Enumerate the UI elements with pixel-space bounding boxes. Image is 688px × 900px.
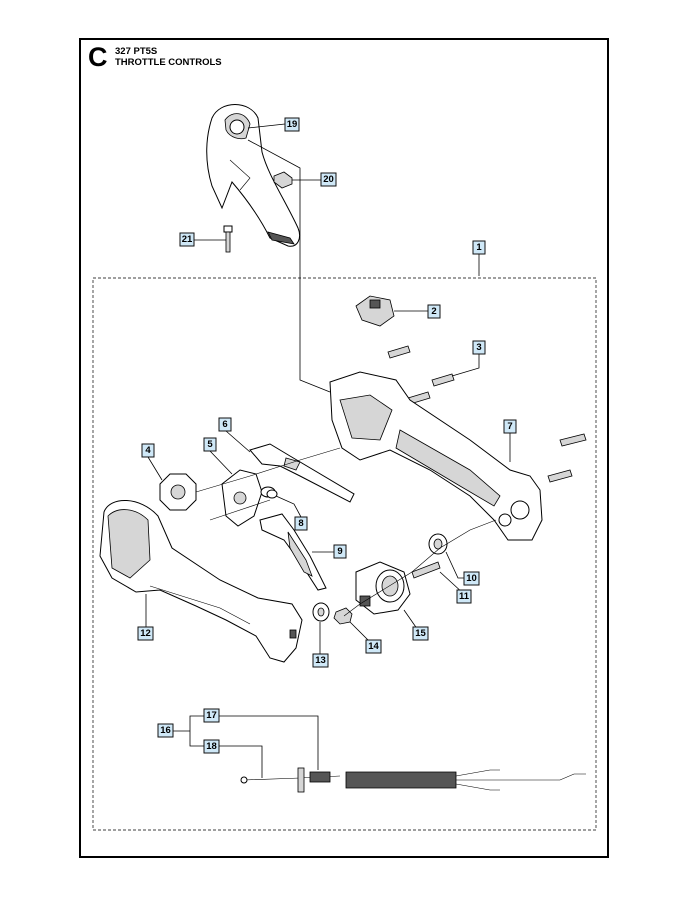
svg-text:11: 11 <box>459 591 470 602</box>
throttle-cable-part <box>240 767 586 793</box>
handle-cover-part <box>99 499 303 663</box>
callout-14: 14 <box>365 639 382 654</box>
svg-text:20: 20 <box>323 174 334 185</box>
clamp-bolt-part <box>411 561 441 579</box>
title-block: 327 PT5S THROTTLE CONTROLS <box>115 46 222 68</box>
washer-part <box>312 602 330 622</box>
svg-text:14: 14 <box>368 641 379 652</box>
svg-text:3: 3 <box>476 342 481 353</box>
callout-7: 7 <box>503 419 517 434</box>
model-name: 327 PT5S <box>115 46 158 57</box>
svg-text:17: 17 <box>206 710 217 721</box>
svg-text:13: 13 <box>315 655 326 666</box>
svg-text:18: 18 <box>206 741 217 752</box>
housing-side-screws-part <box>547 433 587 483</box>
front-handle-part <box>206 104 301 247</box>
callout-11: 11 <box>456 589 472 604</box>
section-letter: C <box>88 42 108 72</box>
callout-16: 16 <box>157 723 174 738</box>
callout-8: 8 <box>294 516 308 531</box>
callout-9: 9 <box>333 544 347 559</box>
assembly-boundary <box>92 277 597 831</box>
callout-2: 2 <box>427 304 441 319</box>
clamp-part <box>355 561 411 615</box>
callout-12: 12 <box>137 626 154 641</box>
handle-screw-part <box>223 225 233 253</box>
svg-text:5: 5 <box>207 439 213 450</box>
callout-10: 10 <box>463 571 480 586</box>
callout-3: 3 <box>472 340 486 355</box>
callout-17: 17 <box>203 708 220 723</box>
svg-text:1: 1 <box>476 242 482 253</box>
handle-nut-part <box>273 171 293 189</box>
section-title: THROTTLE CONTROLS <box>115 57 222 68</box>
svg-text:2: 2 <box>431 306 436 317</box>
callout-4: 4 <box>141 443 155 458</box>
return-spring-part <box>260 486 278 499</box>
callout-5: 5 <box>203 437 217 452</box>
handle-housing-part <box>329 371 543 541</box>
lock-ring-part <box>159 473 197 511</box>
callout-21: 21 <box>179 232 195 247</box>
callout-19: 19 <box>284 117 300 132</box>
svg-text:7: 7 <box>507 421 512 432</box>
svg-text:16: 16 <box>160 725 171 736</box>
stop-switch-part <box>355 295 395 327</box>
svg-text:4: 4 <box>145 445 151 456</box>
callout-13: 13 <box>312 653 329 668</box>
small-nut-part <box>333 607 353 625</box>
svg-text:10: 10 <box>466 573 477 584</box>
callout-20: 20 <box>320 172 337 187</box>
svg-text:12: 12 <box>140 628 151 639</box>
svg-text:6: 6 <box>222 419 227 430</box>
throttle-trigger-part <box>259 513 327 591</box>
callout-18: 18 <box>203 739 220 754</box>
svg-text:21: 21 <box>182 234 193 245</box>
svg-text:15: 15 <box>415 628 426 639</box>
lever-bracket-part <box>221 469 263 527</box>
svg-text:8: 8 <box>298 518 303 529</box>
svg-text:19: 19 <box>287 119 298 130</box>
callout-1: 1 <box>472 240 486 255</box>
bushing-part <box>428 533 448 555</box>
svg-text:9: 9 <box>337 546 342 557</box>
callout-15: 15 <box>412 626 429 641</box>
assembly-axes <box>195 447 497 617</box>
page-frame <box>79 38 609 858</box>
callout-6: 6 <box>218 417 232 432</box>
housing-screws-part <box>387 345 455 405</box>
